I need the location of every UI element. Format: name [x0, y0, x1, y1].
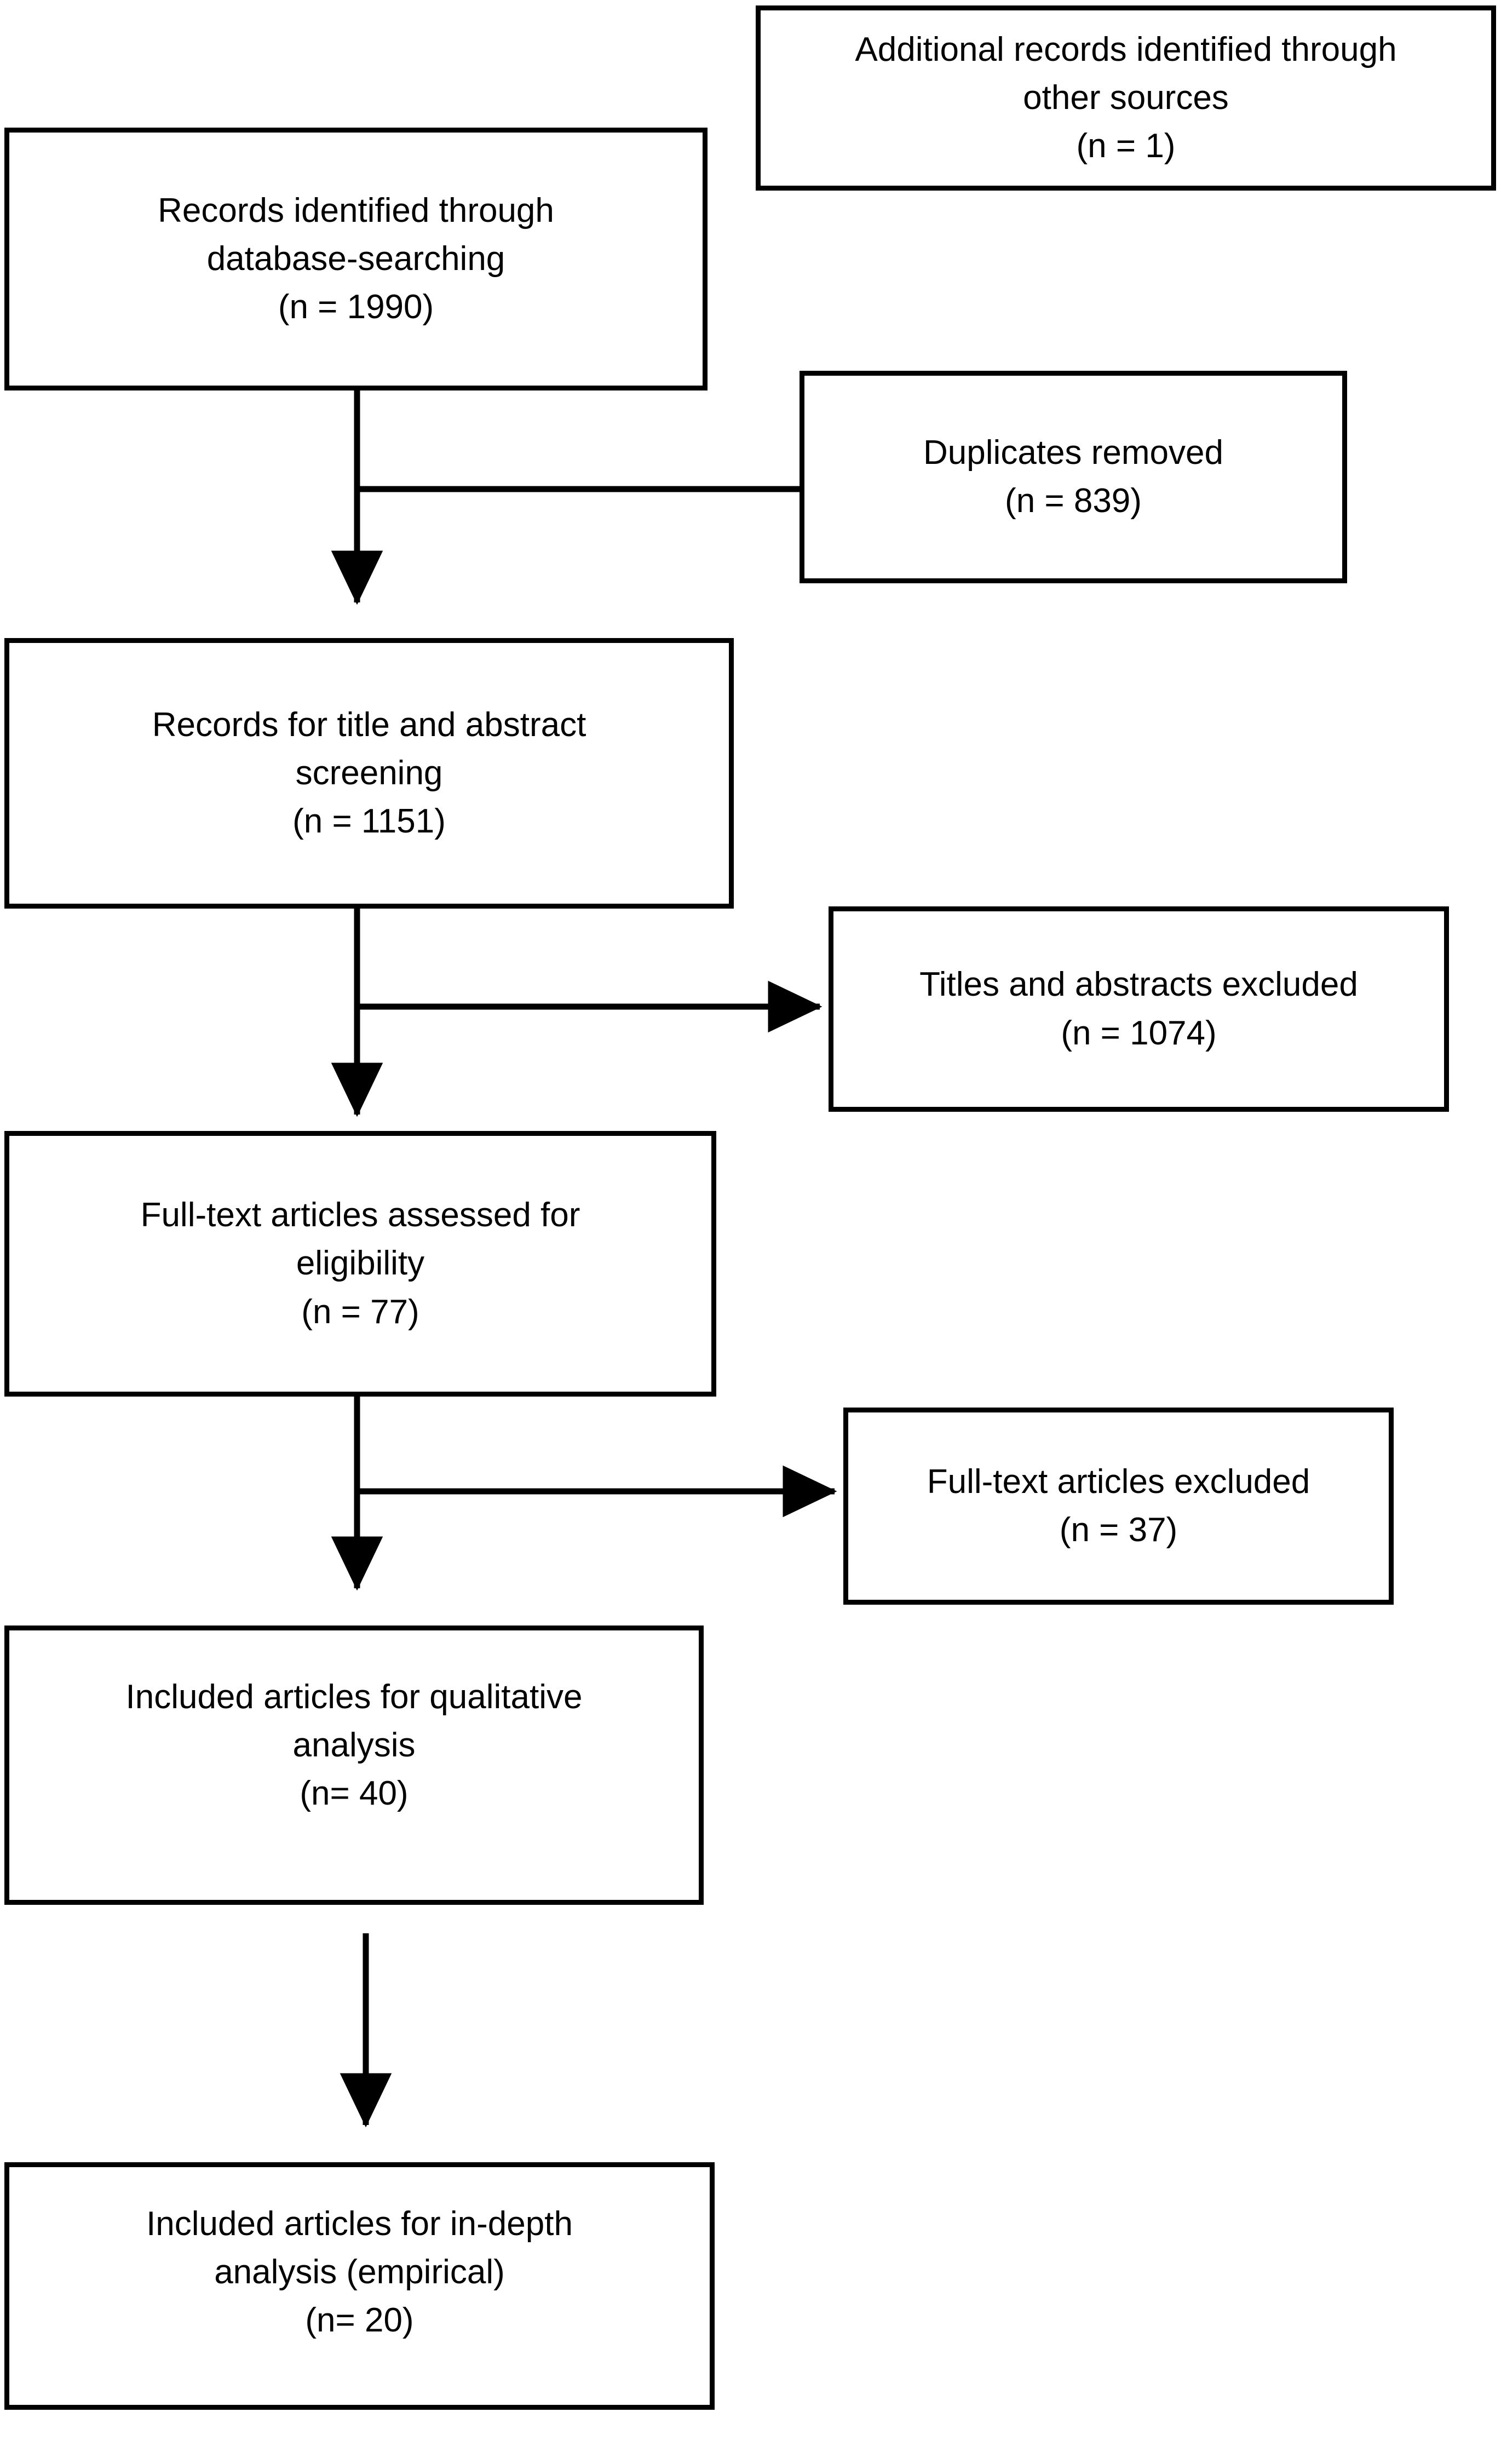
node-duplicates-removed: Duplicates removed (n = 839): [800, 371, 1347, 583]
node-fulltext-excluded: Full-text articles excluded (n = 37): [843, 1408, 1394, 1605]
node-line: database-searching: [206, 239, 505, 278]
node-records-identified-database: Records identified through database-sear…: [4, 128, 708, 390]
node-line: eligibility: [296, 1244, 425, 1283]
node-line: (n = 1): [1076, 127, 1176, 165]
node-fulltext-assessed-eligibility: Full-text articles assessed for eligibil…: [4, 1131, 716, 1397]
node-line: Records identified through: [158, 191, 554, 229]
node-line: other sources: [1023, 78, 1229, 117]
node-line: Full-text articles assessed for: [140, 1196, 580, 1234]
node-titles-abstracts-excluded: Titles and abstracts excluded (n = 1074): [829, 906, 1449, 1112]
node-line: Included articles for qualitative: [125, 1678, 583, 1716]
edge-screening-to-titles-excluded: [354, 908, 823, 1033]
node-line: (n = 77): [301, 1293, 419, 1331]
node-line: screening: [295, 754, 443, 792]
node-line: (n= 40): [300, 1774, 409, 1813]
edge-fulltext-to-fulltext-excluded: [354, 1395, 837, 1518]
node-line: (n = 839): [1005, 482, 1142, 520]
node-included-qualitative-analysis: Included articles for qualitative analys…: [4, 1626, 704, 1905]
node-line: Titles and abstracts excluded: [919, 966, 1358, 1004]
node-included-indepth-analysis: Included articles for in-depth analysis …: [4, 2162, 715, 2410]
node-line: (n = 1151): [292, 802, 446, 841]
node-line: Records for title and abstract: [152, 705, 586, 744]
node-line: analysis: [292, 1726, 416, 1765]
node-line: Included articles for in-depth: [146, 2205, 573, 2243]
node-additional-records-other-sources: Additional records identified through ot…: [756, 5, 1496, 191]
node-line: (n= 20): [305, 2301, 414, 2340]
node-line: Full-text articles excluded: [927, 1462, 1310, 1501]
node-line: Duplicates removed: [923, 433, 1223, 472]
node-records-title-abstract-screening: Records for title and abstract screening…: [4, 638, 734, 909]
node-line: (n = 1074): [1061, 1014, 1217, 1052]
node-line: Additional records identified through: [855, 30, 1397, 68]
node-line: analysis (empirical): [214, 2253, 505, 2291]
node-line: (n = 1990): [278, 288, 434, 326]
node-line: (n = 37): [1059, 1511, 1178, 1549]
